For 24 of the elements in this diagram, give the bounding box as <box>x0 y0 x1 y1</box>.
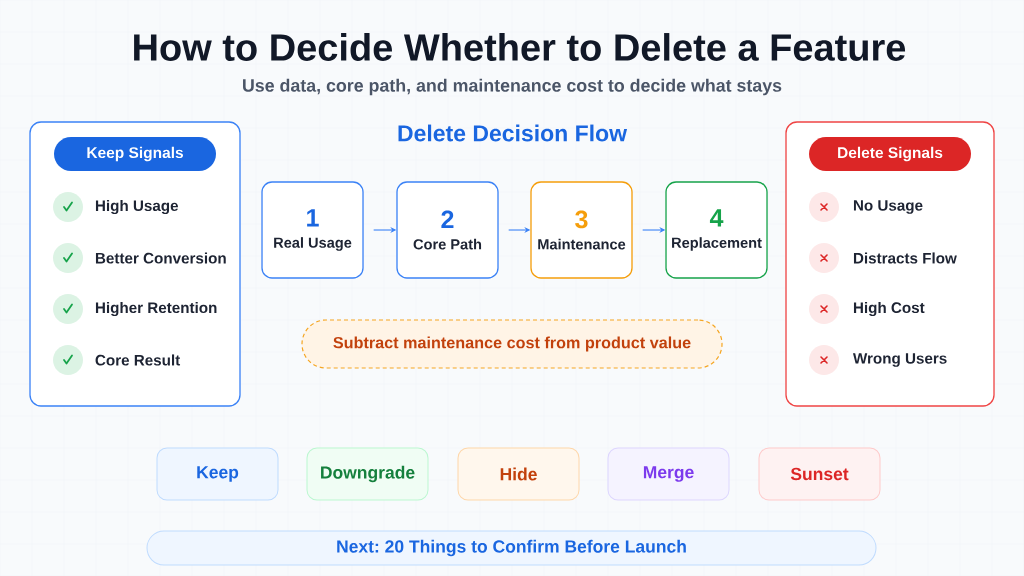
header-pill: Delete Signals <box>809 137 971 171</box>
list-item: High Cost <box>853 301 925 317</box>
list-item: Better Conversion <box>95 252 226 264</box>
subtitle: Use data, core path, and maintenance cost to decide what stays <box>243 78 782 96</box>
option-tile: Downgrade <box>306 447 429 501</box>
next-banner: Next: 20 Things to Confirm Before Launch <box>146 530 877 566</box>
step-box: 1 Real Usage <box>261 181 364 279</box>
header-pill: Keep Signals <box>54 137 216 171</box>
list-item: Core Result <box>95 354 181 366</box>
step-box: 2 Core Path <box>396 181 499 279</box>
option-tile: Sunset <box>758 447 881 501</box>
list-item: High Usage <box>95 199 178 215</box>
option-tile: Hide <box>457 447 580 501</box>
list-item: No Usage <box>853 200 923 214</box>
note-pill: Subtract maintenance cost from product value <box>301 319 723 369</box>
list-item: Higher Retention <box>95 301 217 317</box>
title: How to Decide Whether to Delete a Feature <box>134 33 906 61</box>
option-tile: Merge <box>607 447 730 501</box>
section-heading: Delete Decision Flow <box>398 124 628 142</box>
step-box: 3 Maintenance <box>530 181 633 279</box>
step-box: 4 Replacement <box>665 181 768 279</box>
list-item: Wrong Users <box>852 353 947 367</box>
list-item: Distracts Flow <box>853 252 957 264</box>
option-tile: Keep <box>156 447 279 501</box>
